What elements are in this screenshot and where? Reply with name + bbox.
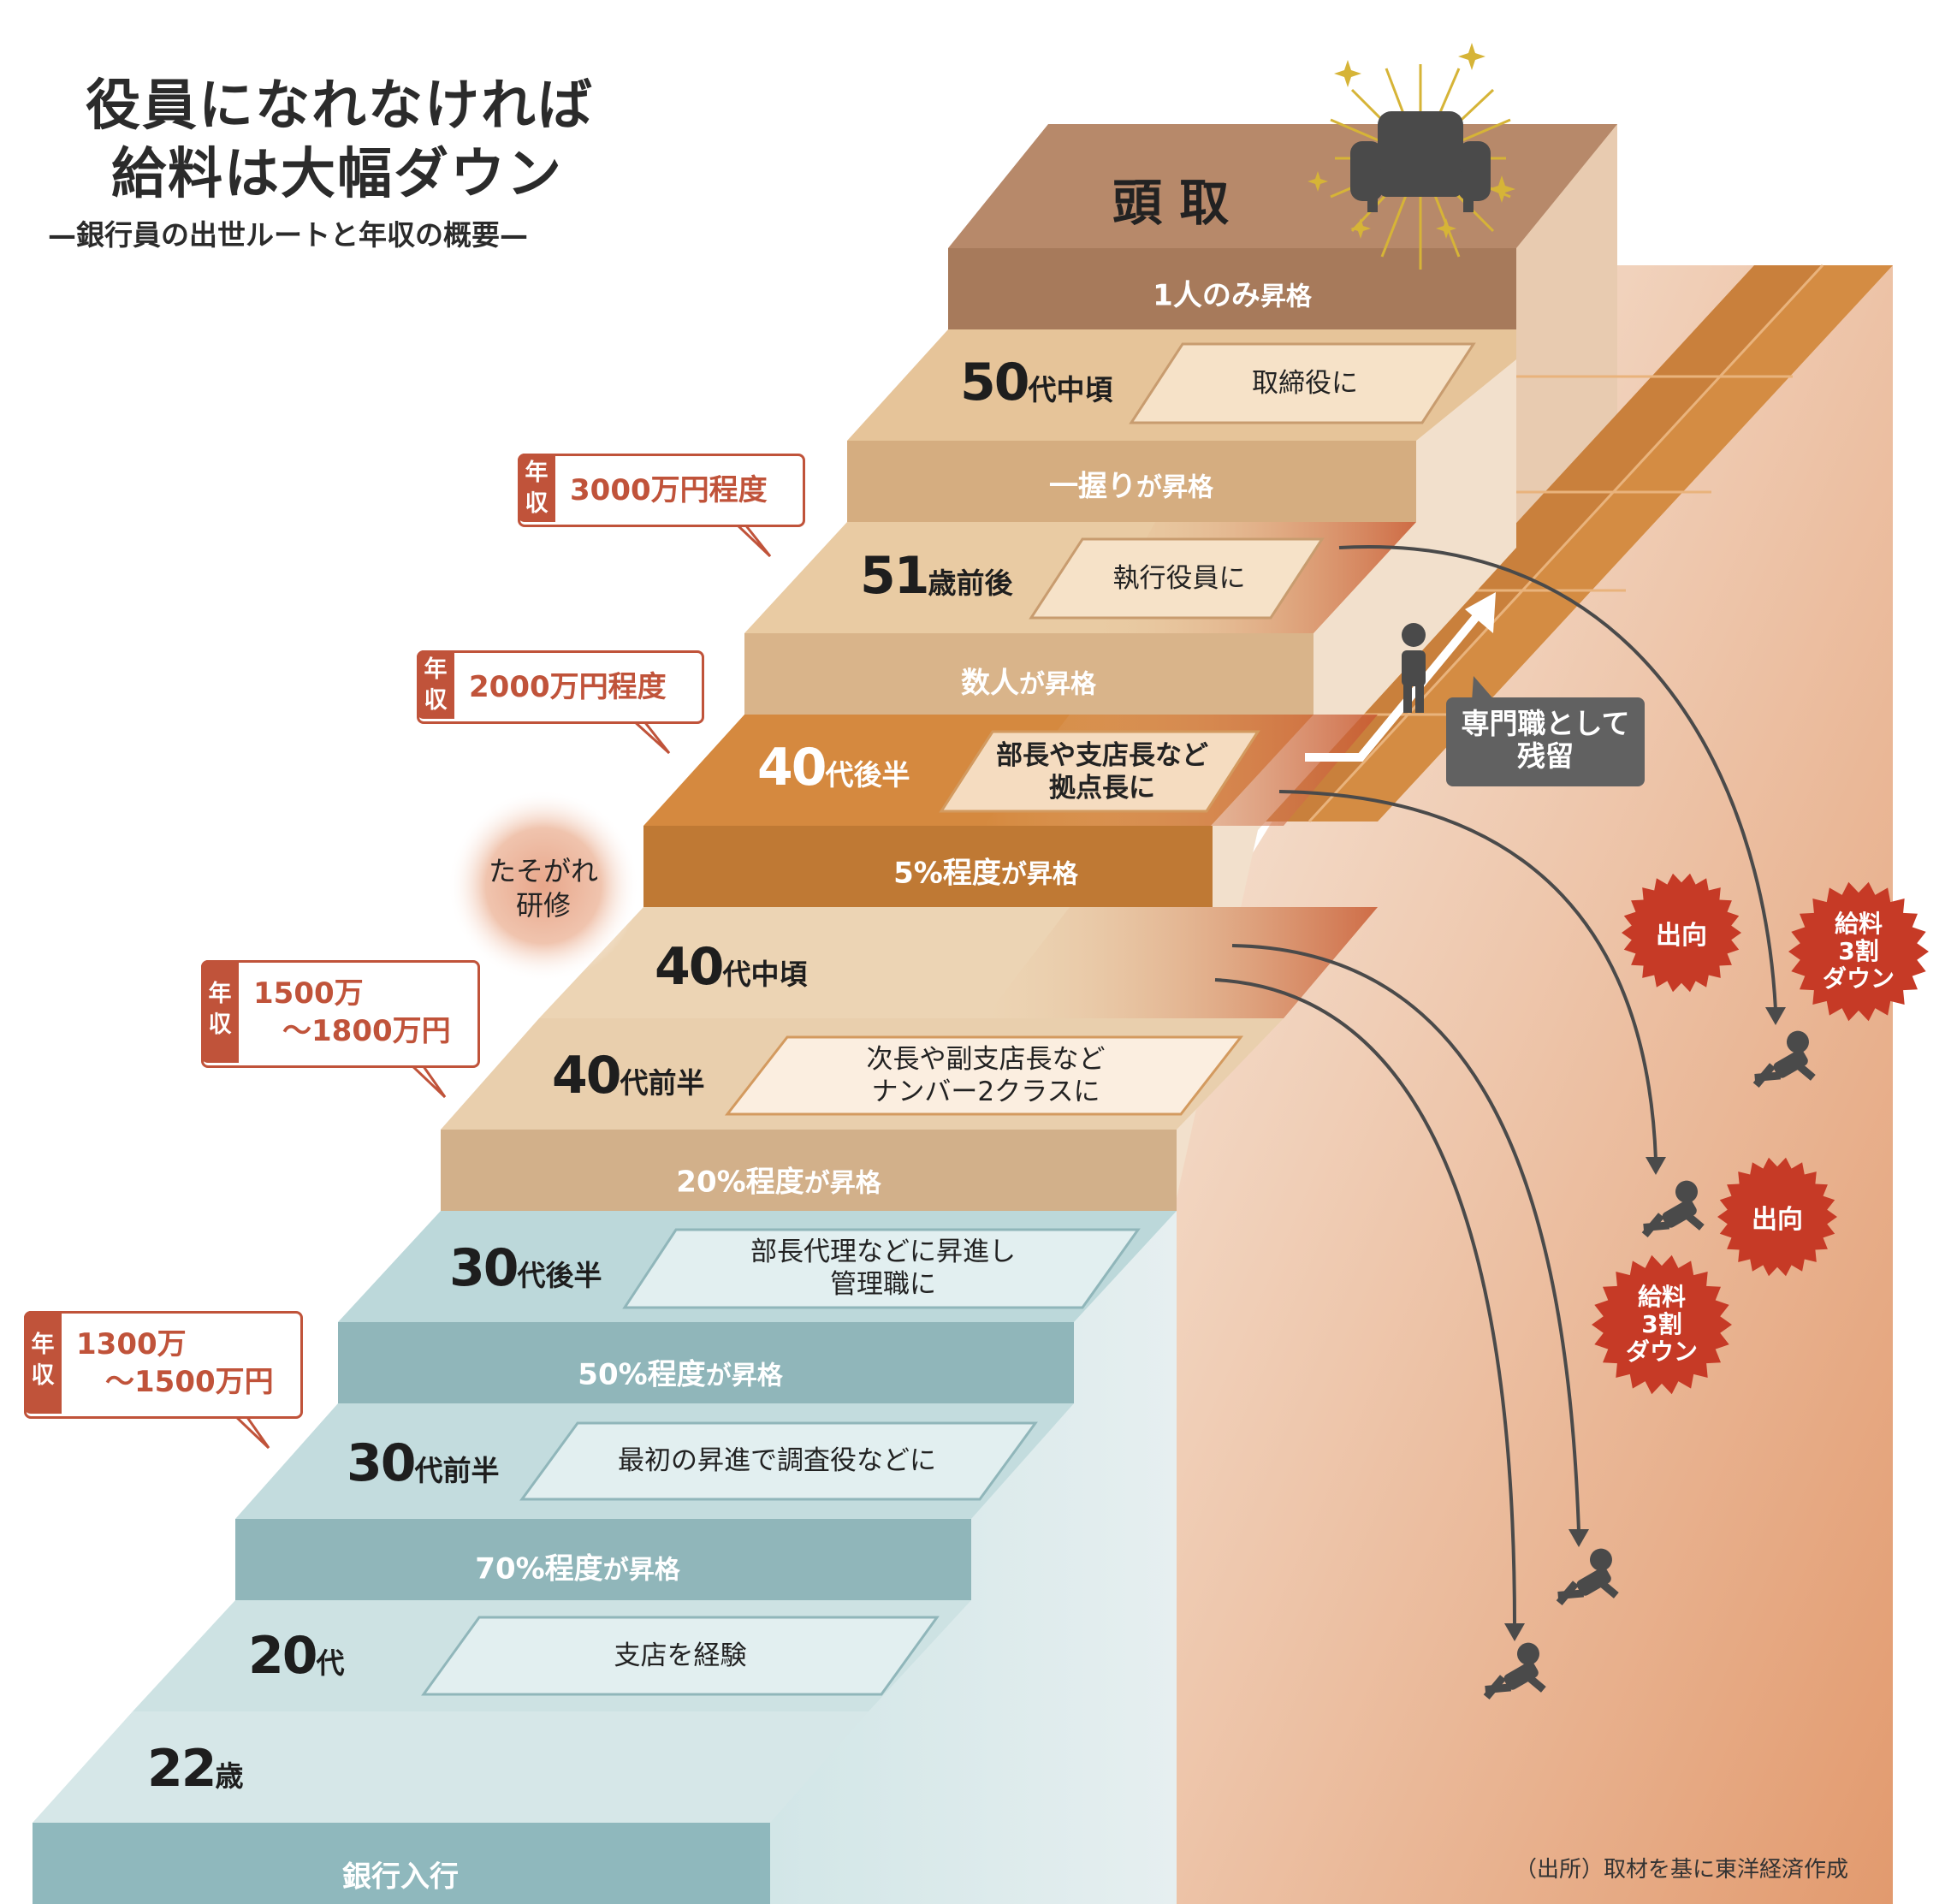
position-box-director [1129,342,1476,424]
salary-callout-2000: 年 収 2000万円程度 [417,650,704,724]
promotion-band-3: 数人が昇格 [961,666,1096,701]
position-box-branchhead [939,730,1260,813]
promotion-band-4: 5%程度が昇格 [893,856,1078,891]
entry-band: 銀行入行 [342,1860,459,1895]
salary-tag: 年 収 [518,454,555,522]
person-icon [1402,623,1426,713]
salary-callout-1500-1800: 年 収 1500万 〜1800万円 [201,960,480,1068]
source-note: （出所）取材を基に東洋経済作成 [1515,1857,1849,1883]
specialist-callout-pointer [1472,676,1496,702]
position-box-no2 [724,1035,1244,1116]
salary-value: 3000万円程度 [570,473,768,507]
falling-arrows [1214,544,1777,1627]
salary-value: 1500万 〜1800万円 [253,976,451,1048]
step-40s-late-front [643,826,1213,907]
star-sparkles [1308,43,1515,239]
pay-cut-label-2: 給料 3割 ダウン [1625,1283,1699,1366]
salary-value: 2000万円程度 [469,670,667,704]
step-40s-early-front [441,1130,1177,1211]
age-label-20s: 20代 [248,1626,345,1686]
secondment-burst-1 [1622,873,1741,993]
age-label-40s-early: 40代前半 [552,1046,705,1106]
position-text-no2: 次長や副支店長など ナンバー2クラスに [866,1044,1106,1107]
salary-tag: 年 収 [24,1311,62,1414]
promotion-band-7: 70%程度が昇格 [475,1551,680,1587]
position-box-first-promo [519,1421,1038,1501]
promotion-band-5: 20%程度が昇格 [676,1165,881,1200]
secondment-label-1: 出向 [1656,921,1707,951]
falling-person-icon [1483,1030,1816,1700]
title-line-1: 役員になれなければ [86,74,594,138]
position-box-manager [622,1228,1141,1309]
arrowheads [1504,1007,1786,1641]
entry-step-front [33,1823,770,1904]
position-text-manager: 部長代理などに昇進し 管理職に [750,1237,1016,1300]
pay-cut-label-1: 給料 3割 ダウン [1822,910,1895,993]
step-50s-mid-front [847,441,1416,522]
pay-cut-burst-2 [1592,1255,1732,1395]
age-label-30s-late: 30代後半 [449,1238,602,1298]
promotion-band-2: 一握りが昇格 [1049,469,1213,504]
position-text-branchhead: 部長や支店長など 拠点長に [996,740,1208,804]
step-22-surface [33,1711,869,1823]
promotion-band-1: 1人のみ昇格 [1153,278,1312,313]
arrow-icon [1305,592,1496,762]
step-51-front [744,633,1314,715]
promotion-band-6: 50%程度が昇格 [578,1357,783,1392]
position-box-branch [421,1616,940,1696]
salary-tag: 年 収 [201,960,239,1063]
position-text-branch: 支店を経験 [614,1640,747,1671]
position-text-director: 取締役に [1252,368,1358,399]
salary-callout-1300-1500: 年 収 1300万 〜1500万円 [24,1311,303,1419]
pay-cut-burst-1 [1788,881,1929,1022]
step-30s-late-front [338,1322,1074,1403]
position-text-first-promo: 最初の昇進で調査役などに [618,1445,936,1476]
president-label: 頭 取 [1112,174,1230,232]
age-label-40s-mid: 40代中頃 [655,937,808,997]
twilight-glow [448,790,639,982]
salary-callout-3000: 年 収 3000万円程度 [518,454,805,527]
position-boxes [421,342,1476,1696]
age-label-51: 51歳前後 [860,546,1013,606]
back-wall [1177,265,1893,1904]
burst-badges [1592,873,1929,1395]
subtitle: —銀行員の出世ルートと年収の概要— [48,218,528,252]
age-label-40s-late: 40代後半 [757,738,910,798]
age-label-22: 22歳 [147,1739,244,1799]
secondment-burst-2 [1717,1157,1837,1277]
position-box-exec [1029,537,1325,620]
secondment-label-2: 出向 [1752,1205,1803,1235]
step-30s-early-front [235,1519,971,1600]
salary-callout-pointers [231,522,772,1450]
top-step-surface [948,124,1617,248]
position-text-exec: 執行役員に [1112,563,1246,594]
age-label-50s-mid: 50代中頃 [960,353,1113,412]
salary-value: 1300万 〜1500万円 [76,1327,274,1399]
armchair-icon [1350,111,1491,212]
title-line-2: 給料は大幅ダウン [111,142,563,206]
specialist-callout: 専門職として 残留 [1446,697,1645,786]
age-label-30s-early: 30代前半 [347,1433,500,1493]
twilight-training-label: たそがれ 研修 [488,855,599,922]
salary-tag: 年 収 [417,650,454,719]
